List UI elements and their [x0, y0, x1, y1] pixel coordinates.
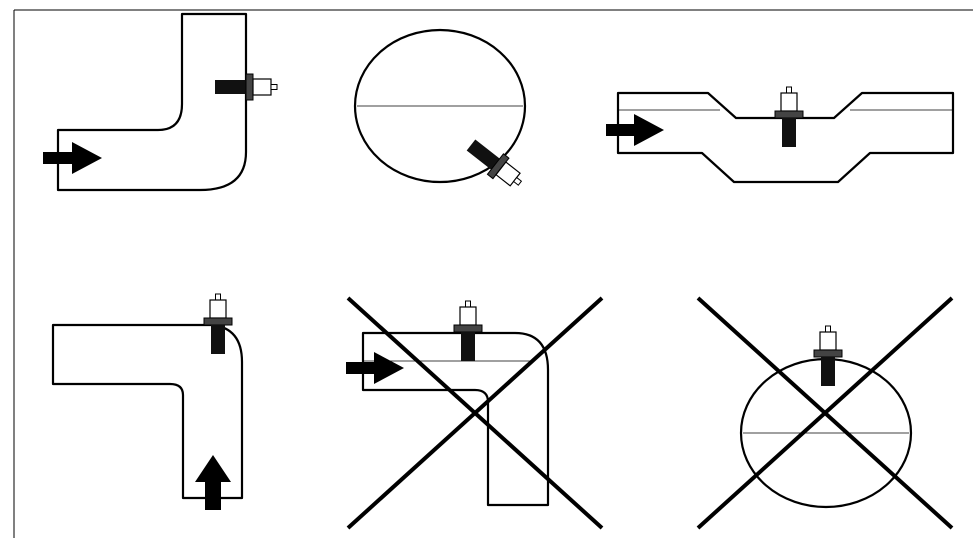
panel-pipe-low-section	[606, 86, 955, 184]
flow-arrow-icon	[43, 142, 102, 174]
flow-arrow-icon	[195, 455, 231, 510]
flow-arrow-icon	[606, 114, 664, 146]
pipe-elbow	[361, 331, 550, 507]
pipe-elbow	[51, 323, 244, 500]
cross-mark-icon	[696, 296, 954, 530]
panel-tank-top-mount	[696, 296, 954, 530]
flow-arrow-icon	[346, 352, 404, 384]
panel-elbow-up-to-left	[51, 293, 244, 510]
cross-mark-icon	[346, 296, 604, 530]
panel-elbow-horizontal-to-down	[346, 296, 604, 530]
panel-elbow-horizontal-to-up	[43, 12, 278, 192]
panel-tank-side-mount	[353, 28, 529, 195]
